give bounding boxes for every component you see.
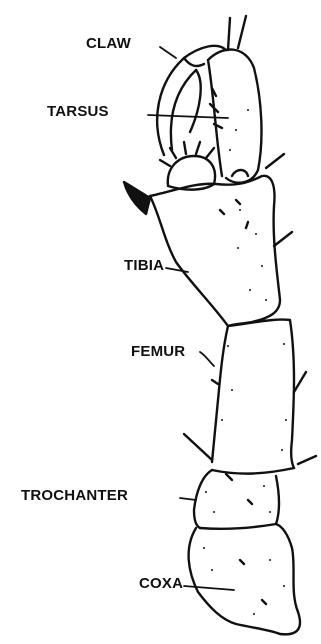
tibia-shape <box>150 176 292 326</box>
tibia-label: TIBIA <box>124 257 164 274</box>
femur-label: FEMUR <box>131 343 185 360</box>
tibial-spur <box>124 182 150 214</box>
claw-label: CLAW <box>86 35 131 52</box>
claw-shape <box>157 16 246 155</box>
femur-shape <box>184 320 316 474</box>
coxa-shape <box>189 524 300 634</box>
pulvillus-shape <box>160 142 215 190</box>
tarsus-shape <box>208 50 284 183</box>
coxa-label: COXA <box>139 575 183 592</box>
trochanter-shape <box>194 470 279 529</box>
trochanter-label: TROCHANTER <box>21 487 128 504</box>
tarsus-label: TARSUS <box>47 103 109 120</box>
